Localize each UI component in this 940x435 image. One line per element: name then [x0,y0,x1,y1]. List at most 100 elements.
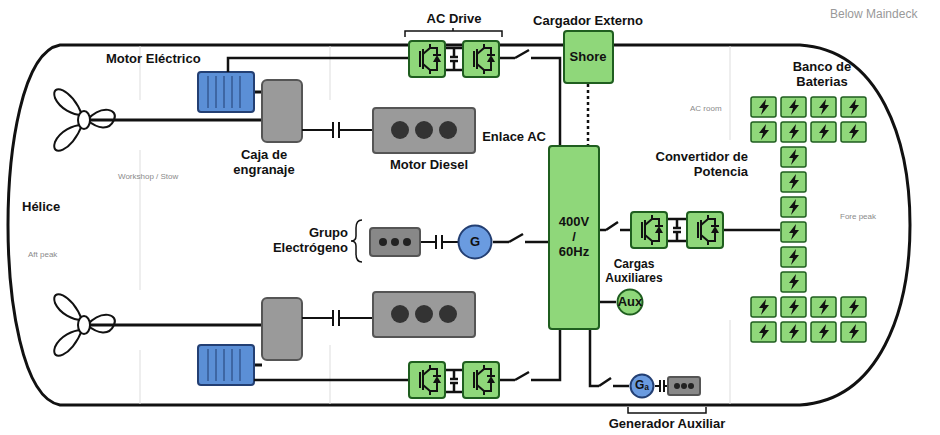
diesel-engine [439,121,457,139]
diesel-engine [391,121,409,139]
power-converter [687,212,723,248]
power-wire [228,48,780,392]
coupling [302,122,668,392]
coupling [655,380,668,392]
faint-plan [140,46,730,404]
battery-cell [781,247,806,267]
power-wire [228,58,408,72]
power-wire [254,379,408,382]
generator-engine [674,383,680,389]
part-label: Motor Diesel [390,158,468,173]
generator-engine [379,238,387,246]
coupling [302,122,373,138]
battery-cell [781,97,806,117]
battery-cell [751,97,776,117]
battery-cell [841,97,866,117]
gearbox [262,298,302,360]
ac-drive [409,41,445,77]
faint-plan [140,46,141,404]
coupling [420,235,460,249]
propeller [54,125,82,151]
battery-cell [781,122,806,142]
shore-box: Cargador ExternoShore [563,30,614,84]
propeller [54,294,82,320]
plan-note: Workshop / Stow [118,172,178,181]
bracket [351,28,706,413]
hull-outline [8,45,910,405]
gearbox [262,80,302,360]
battery-cell [781,197,806,217]
plan-note: Aft peak [28,250,57,259]
circle-outline [631,375,654,398]
generator-engine [681,383,687,389]
node-text: Aux [618,295,643,310]
generator-circle: Gₐ [629,373,655,399]
part-label: Hélice [22,200,60,215]
diesel-engine [439,305,457,323]
diesel-engine [415,121,433,139]
node-heading: Cargador Externo [533,14,643,29]
generator-engine [391,238,399,246]
node-heading: Enlace AC [482,130,546,145]
shaft [90,92,262,365]
battery-cell [811,322,836,342]
propeller [54,89,82,115]
switch-symbol [599,378,611,386]
generator-engine [370,228,420,256]
battery-cell [781,147,806,167]
part-label: Convertidor de Potencia [640,150,748,180]
node-text: Shore [570,50,607,65]
electric-motor [198,72,254,385]
power-line [590,330,629,386]
generator-circle: G [457,224,493,260]
diesel-engine [373,108,475,153]
battery-cell [751,322,776,342]
generator-engine [668,377,700,395]
shaft [254,92,262,365]
power-wire [446,48,462,70]
ac-drive [463,41,499,77]
bracket [351,220,362,262]
battery-cell [811,97,836,117]
node-text: G [470,235,480,250]
propeller [78,316,90,334]
electric-motor [198,345,254,385]
ac-drive [409,362,445,398]
power-line [587,84,590,145]
plan-note: AC room [690,104,722,113]
power-wire [500,330,560,380]
faint-plan [730,46,731,404]
battery-cell [751,122,776,142]
propeller [78,111,90,129]
diesel-engine [373,292,475,337]
battery-cell [841,297,866,317]
power-converter [631,212,667,248]
power-wire [668,219,686,241]
power-wire [600,222,630,230]
shaft [90,120,262,325]
battery-cell [781,272,806,292]
battery-cell [811,297,836,317]
diesel-engine [373,108,475,337]
battery-cell [841,122,866,142]
gearbox [262,80,302,142]
switch-symbol [509,234,523,242]
node-text: 400V / 60Hz [557,215,591,260]
battery-cell [781,297,806,317]
electric-motor [198,72,254,112]
battery-cell [811,122,836,142]
circle-outline [618,290,643,315]
power-converter [631,212,723,248]
load-circle: Cargas AuxiliaresAux [616,288,644,316]
ac-drive [463,362,499,398]
ac-drive [409,41,499,398]
generator-engine [403,238,411,246]
propeller [54,330,82,356]
bracket [628,407,706,413]
power-wire [446,370,462,392]
group-label: Generador Auxiliar [597,417,737,432]
view-note: Below Maindeck [830,8,917,22]
faint-plan [330,46,331,404]
battery-cell [781,322,806,342]
